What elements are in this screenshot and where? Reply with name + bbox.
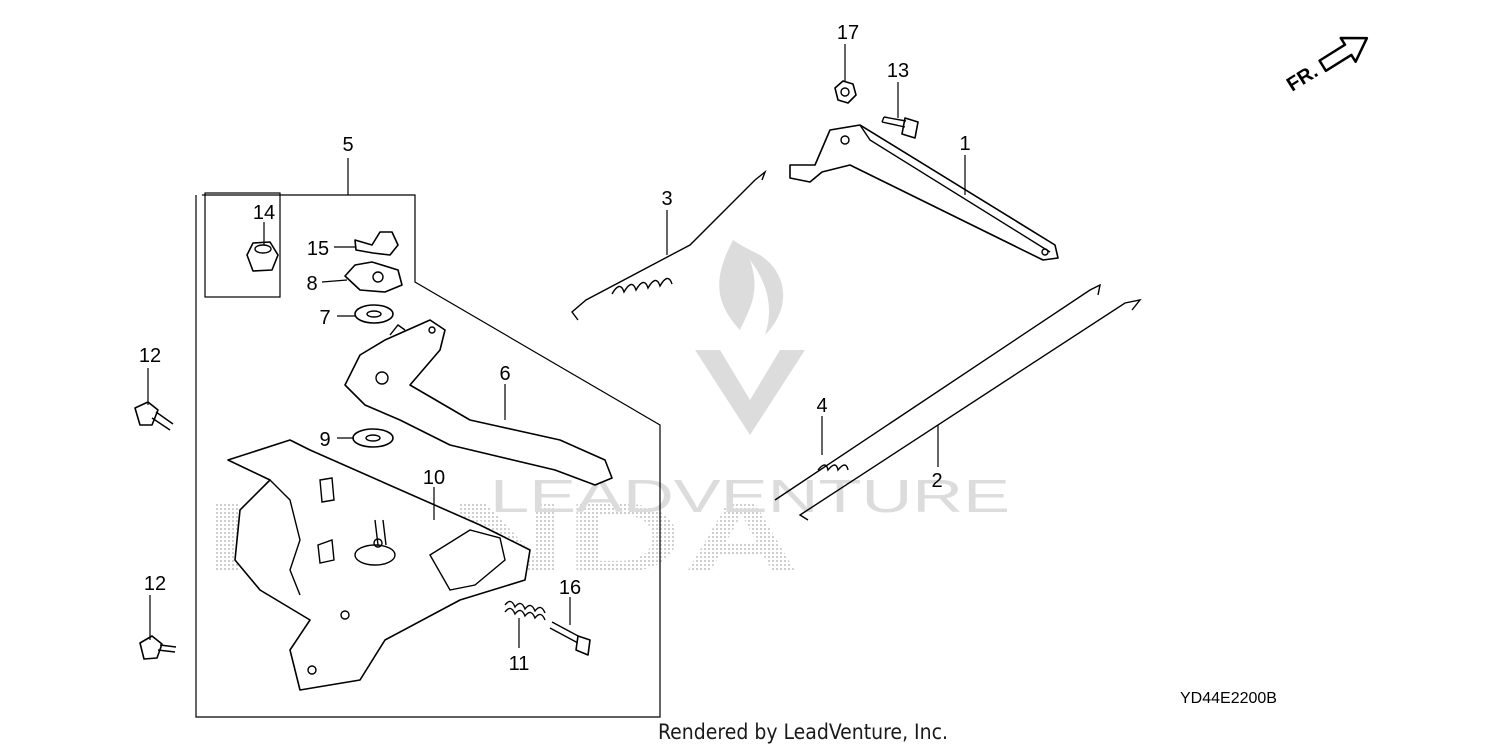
callout-14: 14 xyxy=(253,202,275,224)
leadventure-v-logo xyxy=(695,350,805,435)
callout-8: 8 xyxy=(306,273,317,295)
throttle-rod-2 xyxy=(774,283,1142,521)
bolt-13 xyxy=(881,116,919,139)
callout-15: 15 xyxy=(307,238,329,260)
wing-nut-15 xyxy=(354,231,399,256)
callout-2: 2 xyxy=(931,470,942,492)
washer-7 xyxy=(354,304,394,324)
callout-12-lower: 12 xyxy=(144,573,166,595)
diagram-id: YD44E2200B xyxy=(1180,690,1277,707)
leadventure-flame-logo xyxy=(719,240,784,335)
bolt-12-lower xyxy=(139,635,177,660)
friction-plate-8 xyxy=(344,261,403,293)
front-indicator-label: FR. xyxy=(1283,61,1322,97)
callout-3: 3 xyxy=(661,188,672,210)
callout-10: 10 xyxy=(423,467,445,489)
callout-6: 6 xyxy=(499,363,510,385)
callout-5: 5 xyxy=(342,134,353,156)
leader-lines xyxy=(147,44,966,648)
nut-14 xyxy=(246,241,279,272)
callout-7: 7 xyxy=(319,307,330,329)
rendered-by-footer: Rendered by LeadVenture, Inc. xyxy=(658,720,948,744)
callout-16: 16 xyxy=(559,577,581,599)
screw-16 xyxy=(549,621,591,656)
control-lever-6 xyxy=(344,319,613,486)
nut-17 xyxy=(834,80,857,104)
callout-1: 1 xyxy=(959,133,970,155)
callout-17: 17 xyxy=(837,22,859,44)
callout-4: 4 xyxy=(816,395,827,417)
sub-outline-14 xyxy=(204,192,281,298)
callout-12-upper: 12 xyxy=(139,345,161,367)
callout-13: 13 xyxy=(887,60,909,82)
callout-9: 9 xyxy=(319,429,330,451)
governor-rod-3 xyxy=(571,169,767,321)
callout-11: 11 xyxy=(509,653,530,675)
spring-11 xyxy=(504,600,546,621)
front-arrow-icon xyxy=(1318,36,1369,73)
governor-arm-1 xyxy=(789,124,1059,261)
control-base-10 xyxy=(227,439,531,691)
kit-outline-5 xyxy=(195,194,661,718)
washer-9 xyxy=(352,428,394,448)
bolt-12-upper xyxy=(134,401,174,431)
front-indicator: FR. xyxy=(1283,36,1369,97)
